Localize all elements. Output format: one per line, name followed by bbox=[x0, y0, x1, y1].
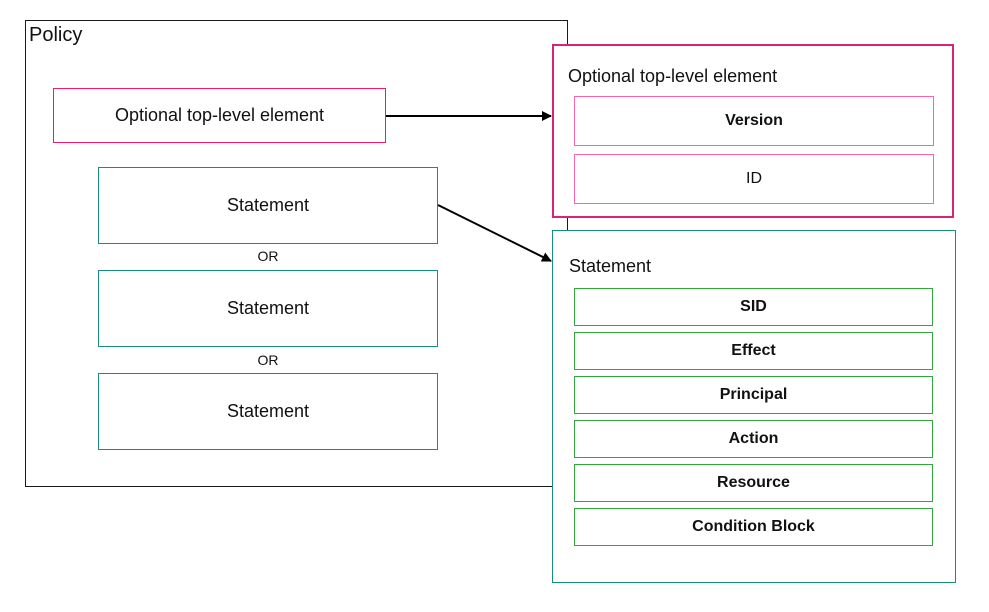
principal-label: Principal bbox=[719, 386, 788, 403]
statement-label: Statement bbox=[226, 195, 310, 215]
condition-block-label: Condition Block bbox=[692, 518, 815, 535]
action-label: Action bbox=[728, 430, 779, 447]
effect-field: Effect bbox=[574, 332, 933, 370]
optional-element-box: Optional top-level element bbox=[53, 88, 386, 143]
statement-box: Statement bbox=[98, 270, 438, 347]
optional-panel-title: Optional top-level element bbox=[568, 66, 778, 86]
condition-block-field: Condition Block bbox=[574, 508, 933, 546]
sid-field: SID bbox=[574, 288, 933, 326]
sid-label: SID bbox=[740, 298, 767, 315]
resource-label: Resource bbox=[717, 474, 790, 491]
statement-label: Statement bbox=[226, 401, 310, 421]
effect-label: Effect bbox=[731, 342, 776, 359]
or-separator: OR bbox=[257, 352, 279, 368]
action-field: Action bbox=[574, 420, 933, 458]
version-label: Version bbox=[725, 112, 783, 129]
statement-panel: Statement SID Effect Principal Action Re… bbox=[552, 230, 956, 583]
statement-box: Statement bbox=[98, 167, 438, 244]
id-field: ID bbox=[574, 154, 934, 204]
resource-field: Resource bbox=[574, 464, 933, 502]
optional-element-panel: Optional top-level element Version ID bbox=[552, 44, 954, 218]
principal-field: Principal bbox=[574, 376, 933, 414]
policy-title: Policy bbox=[29, 24, 83, 46]
id-label: ID bbox=[746, 170, 762, 187]
statement-label: Statement bbox=[226, 298, 310, 318]
optional-element-label: Optional top-level element bbox=[114, 105, 325, 125]
statement-panel-title: Statement bbox=[569, 256, 652, 276]
or-separator: OR bbox=[257, 248, 279, 264]
version-field: Version bbox=[574, 96, 934, 146]
statement-box: Statement bbox=[98, 373, 438, 450]
